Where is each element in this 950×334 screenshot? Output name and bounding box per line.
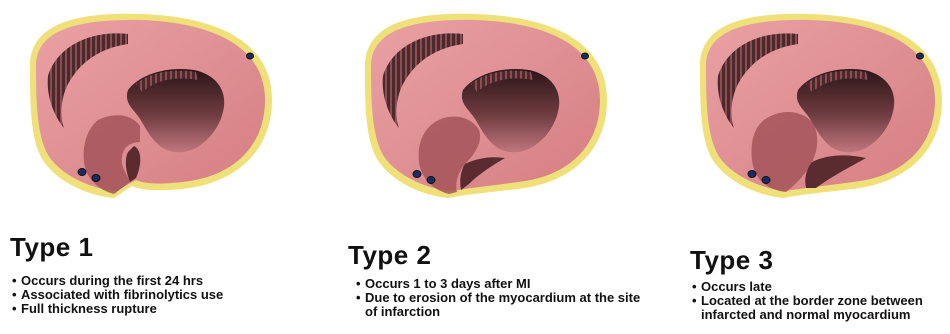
- coronary-vessel: [748, 171, 756, 178]
- coronary-vessel: [762, 177, 770, 184]
- bullet-list: Occurs during the first 24 hrs Associate…: [12, 274, 312, 316]
- bullet-item: Occurs late: [692, 280, 942, 294]
- coronary-vessel: [247, 53, 254, 59]
- bullet-item: Due to erosion of the myocardium at the …: [356, 291, 656, 319]
- coronary-vessel: [78, 169, 86, 176]
- type-title: Type 1: [10, 232, 93, 263]
- bullet-list: Occurs late Located at the border zone b…: [692, 280, 942, 322]
- coronary-vessel: [427, 177, 435, 184]
- coronary-vessel: [92, 175, 100, 182]
- coronary-vessel: [582, 53, 589, 59]
- heart-cross-section-type-2: [345, 8, 615, 198]
- coronary-vessel: [413, 171, 421, 178]
- heart-cross-section-type-1: [10, 8, 280, 198]
- bullet-item: Full thickness rupture: [12, 302, 312, 316]
- heart-cross-section-type-3: [680, 8, 950, 198]
- bullet-item: Occurs during the first 24 hrs: [12, 274, 312, 288]
- bullet-item: Occurs 1 to 3 days after MI: [356, 277, 656, 291]
- type-title: Type 3: [690, 245, 773, 276]
- type-title: Type 2: [348, 240, 431, 271]
- bullet-item: Located at the border zone between infar…: [692, 294, 942, 322]
- bullet-item: Associated with fibrinolytics use: [12, 288, 312, 302]
- coronary-vessel: [917, 53, 924, 59]
- bullet-list: Occurs 1 to 3 days after MI Due to erosi…: [356, 277, 656, 319]
